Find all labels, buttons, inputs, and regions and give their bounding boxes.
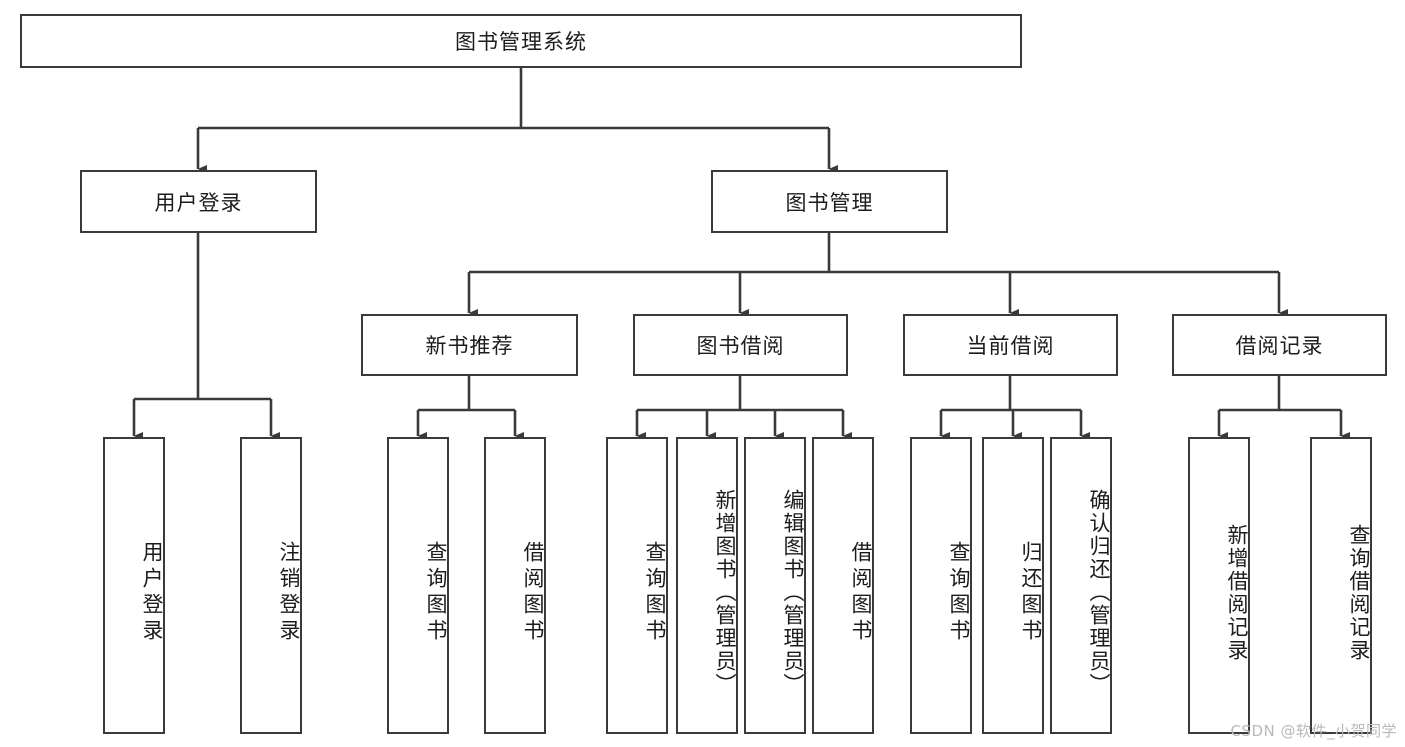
node-leaf-10[interactable]: 确认归还（管理员） (1050, 437, 1112, 734)
node-leaf-2[interactable]: 查询图书 (387, 437, 449, 734)
node-leaf-12[interactable]: 查询借阅记录 (1310, 437, 1372, 734)
node-leaf-0[interactable]: 用户登录 (103, 437, 165, 734)
node-leaf-3[interactable]: 借阅图书 (484, 437, 546, 734)
node-leaf-5[interactable]: 新增图书（管理员） (676, 437, 738, 734)
node-leaf-11[interactable]: 新增借阅记录 (1188, 437, 1250, 734)
node-root-图书管理系统[interactable]: 图书管理系统 (20, 14, 1022, 68)
csdn-watermark: CSDN @软件_小贺同学 (1230, 722, 1397, 740)
node-leaf-1[interactable]: 注销登录 (240, 437, 302, 734)
node-l2-新书推荐[interactable]: 新书推荐 (361, 314, 578, 376)
node-l1-用户登录[interactable]: 用户登录 (80, 170, 317, 233)
node-leaf-4[interactable]: 查询图书 (606, 437, 668, 734)
node-leaf-6[interactable]: 编辑图书（管理员） (744, 437, 806, 734)
node-l2-当前借阅[interactable]: 当前借阅 (903, 314, 1118, 376)
node-leaf-8[interactable]: 查询图书 (910, 437, 972, 734)
node-leaf-9[interactable]: 归还图书 (982, 437, 1044, 734)
node-leaf-7[interactable]: 借阅图书 (812, 437, 874, 734)
node-l2-图书借阅[interactable]: 图书借阅 (633, 314, 848, 376)
node-l1-图书管理[interactable]: 图书管理 (711, 170, 948, 233)
node-l2-借阅记录[interactable]: 借阅记录 (1172, 314, 1387, 376)
